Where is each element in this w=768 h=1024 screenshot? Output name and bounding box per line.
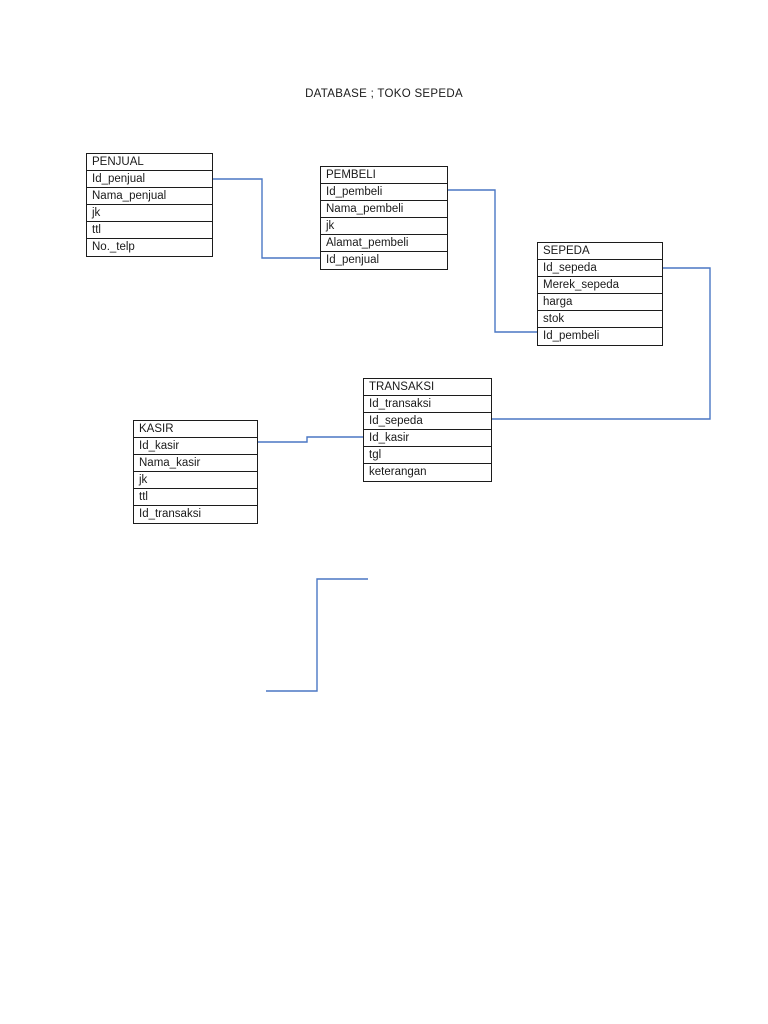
field-tgl: tgl (364, 447, 491, 464)
table-title-pembeli: PEMBELI (321, 167, 447, 184)
entity-table-sepeda: SEPEDA Id_sepeda Merek_sepeda harga stok… (537, 242, 663, 346)
field-id-transaksi: Id_transaksi (134, 506, 257, 523)
field-id-kasir: Id_kasir (134, 438, 257, 455)
field-jk: jk (87, 205, 212, 222)
connector-penjual-to-pembeli (213, 178, 320, 259)
field-nama-pembeli: Nama_pembeli (321, 201, 447, 218)
field-merek-sepeda: Merek_sepeda (538, 277, 662, 294)
entity-table-pembeli: PEMBELI Id_pembeli Nama_pembeli jk Alama… (320, 166, 448, 270)
field-ttl: ttl (87, 222, 212, 239)
field-nama-kasir: Nama_kasir (134, 455, 257, 472)
entity-table-penjual: PENJUAL Id_penjual Nama_penjual jk ttl N… (86, 153, 213, 257)
field-jk: jk (321, 218, 447, 235)
field-id-sepeda: Id_sepeda (538, 260, 662, 277)
field-keterangan: keterangan (364, 464, 491, 481)
field-harga: harga (538, 294, 662, 311)
field-id-kasir: Id_kasir (364, 430, 491, 447)
field-jk: jk (134, 472, 257, 489)
field-nama-penjual: Nama_penjual (87, 188, 212, 205)
connector-kasir-to-transaksi (258, 436, 363, 443)
table-title-transaksi: TRANSAKSI (364, 379, 491, 396)
field-alamat-pembeli: Alamat_pembeli (321, 235, 447, 252)
field-no-telp: No._telp (87, 239, 212, 256)
field-id-sepeda: Id_sepeda (364, 413, 491, 430)
field-stok: stok (538, 311, 662, 328)
field-id-penjual: Id_penjual (87, 171, 212, 188)
table-title-sepeda: SEPEDA (538, 243, 662, 260)
connector-pembeli-to-sepeda (448, 189, 537, 333)
field-id-pembeli: Id_pembeli (538, 328, 662, 345)
field-ttl: ttl (134, 489, 257, 506)
field-id-transaksi: Id_transaksi (364, 396, 491, 413)
field-id-penjual: Id_penjual (321, 252, 447, 269)
field-id-pembeli: Id_pembeli (321, 184, 447, 201)
page-title: DATABASE ; TOKO SEPEDA (305, 88, 463, 100)
entity-table-kasir: KASIR Id_kasir Nama_kasir jk ttl Id_tran… (133, 420, 258, 524)
entity-table-transaksi: TRANSAKSI Id_transaksi Id_sepeda Id_kasi… (363, 378, 492, 482)
table-title-kasir: KASIR (134, 421, 257, 438)
connector-unattached-line (266, 578, 368, 692)
table-title-penjual: PENJUAL (87, 154, 212, 171)
